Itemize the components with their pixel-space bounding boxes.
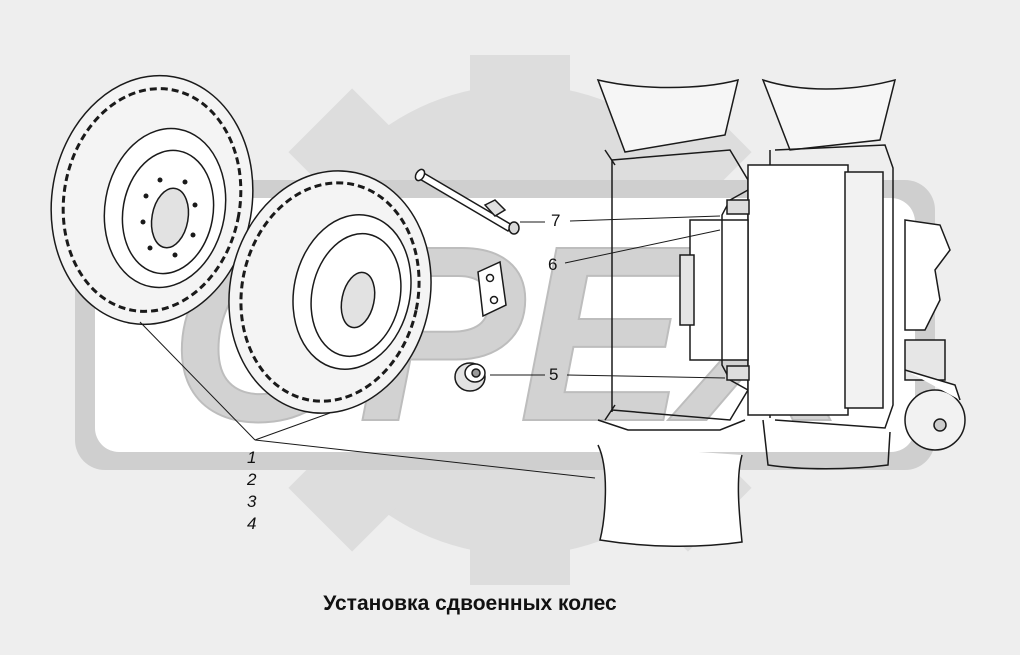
wheel-two — [228, 170, 432, 414]
wheel-nut — [454, 362, 486, 392]
leader-lines — [139, 215, 726, 479]
dual-wheel-section — [596, 78, 897, 547]
clamp-plate — [477, 260, 507, 318]
wheel-one — [50, 74, 254, 326]
callout-6: 6 — [548, 255, 558, 274]
reference-1: 1 — [247, 448, 257, 467]
figure-caption: Установка сдвоенных колес — [323, 592, 617, 615]
reference-4: 4 — [247, 514, 257, 533]
wheel-one-bolts — [140, 177, 198, 258]
axle-hub — [904, 219, 966, 451]
callout-5: 5 — [549, 365, 559, 384]
reference-2: 2 — [247, 470, 257, 489]
reference-3: 3 — [247, 492, 257, 511]
wheel-bolt — [414, 168, 520, 235]
callout-7: 7 — [551, 211, 561, 230]
